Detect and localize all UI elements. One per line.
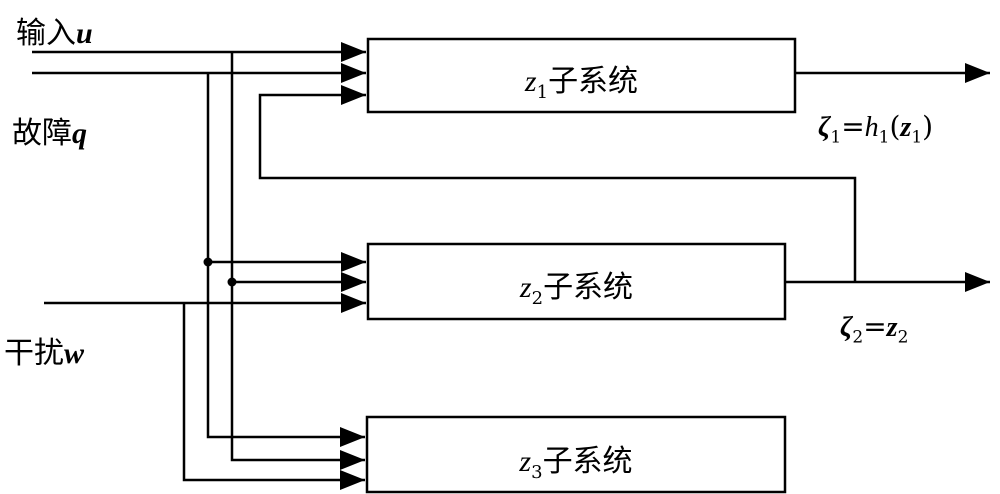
zeta: ζ [840, 312, 853, 343]
block-sub: 1 [536, 82, 549, 103]
zeta: ζ [818, 112, 831, 143]
z1-block-label: z1子系统 [368, 56, 795, 103]
junction-dot [203, 257, 213, 267]
z3-block-label: z3子系统 [367, 436, 785, 483]
junction-dot [227, 277, 237, 287]
input-u-symbol: u [76, 17, 93, 50]
input-u-label: 输入u [16, 8, 93, 52]
sub: 2 [852, 327, 864, 348]
w-to-z3 [182, 303, 365, 490]
block-var: z [519, 445, 532, 478]
block-var: z [519, 271, 532, 304]
input-q-symbol: q [72, 117, 87, 150]
paren: ) [922, 110, 934, 143]
z3-block [365, 415, 787, 494]
output-zeta2-label: ζ2=z2 [840, 310, 908, 348]
input-w-symbol: w [64, 337, 85, 370]
arg: z [900, 112, 912, 143]
block-text: 子系统 [543, 270, 634, 305]
arg: z [886, 312, 898, 343]
block-text: 子系统 [548, 64, 639, 99]
eq: = [863, 310, 887, 343]
block-var: z [524, 65, 537, 98]
input-w-label: 干扰w [4, 328, 84, 372]
paren: ( [889, 110, 901, 143]
sub: 1 [878, 127, 890, 148]
output-zeta1-label: ζ1=h1(z1) [818, 110, 933, 148]
fn: h [864, 112, 879, 143]
sub: 2 [897, 327, 909, 348]
u-to-z3 [230, 52, 365, 470]
input-q-label: 故障q [12, 108, 87, 152]
sub: 1 [911, 127, 923, 148]
input-u-text: 输入 [16, 16, 76, 51]
q-to-z3 [206, 73, 365, 447]
sub: 1 [830, 127, 842, 148]
block-sub: 2 [531, 288, 544, 309]
input-q-text: 故障 [12, 116, 72, 151]
eq: = [841, 110, 865, 143]
z2-block-label: z2子系统 [368, 262, 785, 309]
z1-block [366, 37, 797, 114]
input-w-text: 干扰 [4, 336, 64, 371]
feedback-z2-to-z1 [258, 85, 857, 282]
block-sub: 3 [531, 462, 543, 483]
block-text: 子系统 [542, 444, 633, 479]
